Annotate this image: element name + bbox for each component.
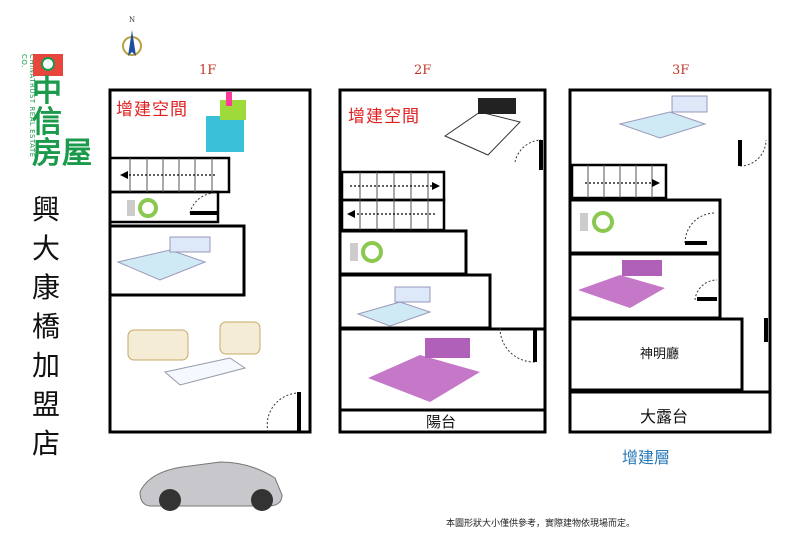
kitchen-icon — [206, 92, 246, 152]
floor-3-terrace — [568, 390, 772, 434]
floor-3-shrine-room — [568, 317, 744, 392]
store-name-char: 興 — [31, 193, 60, 226]
logo: CHINATRUST REAL ESTATE CO. 中 信 房屋 — [20, 52, 100, 172]
floor-2-bedroom — [338, 327, 547, 412]
footnote: 本圖形狀大小僅供參考，實際建物依現場而定。 — [446, 519, 636, 529]
bed-icon — [618, 95, 708, 139]
floor-2-extension-label: 增建空間 — [348, 107, 420, 127]
toilet-icon — [127, 198, 158, 218]
logo-char-1: 中 — [32, 74, 62, 109]
logo-emblem-icon — [33, 54, 63, 76]
balcony-label: 陽台 — [426, 413, 457, 431]
car-icon — [139, 461, 283, 511]
bed-icon — [116, 236, 211, 281]
logo-char-3: 房屋 — [32, 136, 92, 171]
logo-char-2: 信 — [32, 105, 62, 140]
floor-1-extension-label: 增建空間 — [116, 100, 188, 120]
store-name-char: 店 — [31, 427, 60, 460]
bed-icon — [443, 98, 521, 156]
princess-bed-icon — [578, 260, 665, 308]
floor-2-bathroom — [338, 229, 468, 276]
store-name-char: 大 — [31, 232, 60, 265]
toilet-icon — [580, 211, 614, 233]
door-swings — [189, 139, 767, 433]
shrine-room-label: 神明廳 — [640, 347, 680, 362]
store-name: 興 大 康 橋 加 盟 店 — [26, 190, 66, 463]
floor-2-label: 2F — [414, 63, 432, 78]
extension-floor-label: 增建層 — [622, 448, 671, 467]
toilet-icon — [350, 241, 383, 263]
princess-bed-icon — [368, 338, 480, 402]
floor-2-stairs-up — [340, 170, 446, 202]
floor-1-bathroom — [108, 190, 220, 224]
logo-english-text: CHINATRUST REAL ESTATE CO. — [20, 54, 36, 158]
compass-icon: N — [122, 16, 142, 56]
terrace-label: 大露台 — [640, 407, 689, 426]
bed-icon — [356, 286, 432, 327]
compass-north: N — [129, 16, 135, 24]
store-name-char: 盟 — [31, 388, 60, 421]
floor-3-stairs — [570, 163, 668, 200]
floor-3-bathroom — [568, 198, 722, 255]
store-name-char: 橋 — [31, 310, 60, 343]
floor-2-stairs-down — [340, 198, 446, 232]
store-name-char: 康 — [31, 271, 60, 304]
store-name-char: 加 — [31, 349, 60, 382]
floor-3-label: 3F — [672, 63, 690, 78]
floor-1-label: 1F — [199, 63, 217, 78]
floor-1-bedroom — [108, 224, 246, 297]
sofa-icon — [127, 321, 261, 386]
